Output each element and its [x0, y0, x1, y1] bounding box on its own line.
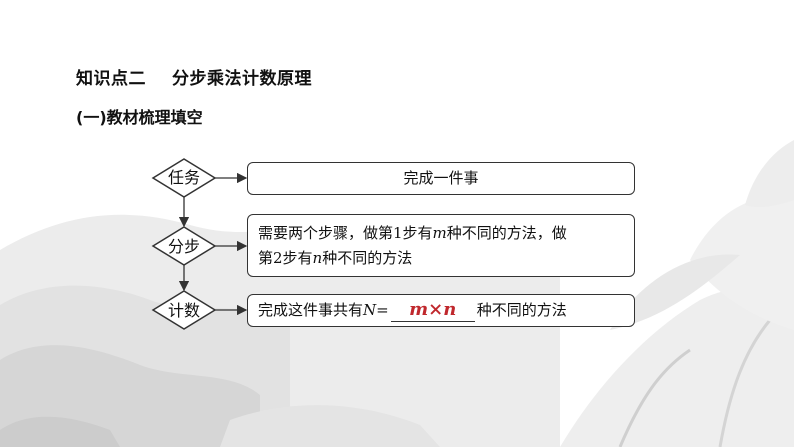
section-label: 知识点二 — [76, 69, 146, 89]
task-box: 完成一件事 — [247, 162, 635, 195]
steps-line-2-post: 种不同的方法 — [322, 249, 413, 267]
task-text: 完成一件事 — [403, 169, 479, 187]
steps-label: 分步 — [167, 237, 200, 256]
steps-box: 需要两个步骤，做第1步有m种不同的方法，做 第2步有n种不同的方法 — [247, 214, 635, 277]
equals-sign: = — [376, 301, 389, 319]
steps-line-1-post: 种不同的方法，做 — [446, 224, 567, 242]
count-label: 计数 — [167, 301, 200, 320]
answer-n: n — [443, 299, 457, 320]
answer-times: × — [428, 299, 444, 320]
subsection-title: (一)教材梳理填空 — [76, 108, 203, 127]
section-topic: 分步乘法计数原理 — [172, 69, 312, 89]
steps-line-2-pre: 第2步有 — [258, 249, 313, 267]
count-diamond — [151, 290, 217, 330]
var-n: n — [312, 249, 323, 267]
answer-m: m — [409, 299, 429, 320]
answer-blank: m×n — [390, 299, 475, 322]
count-pre: 完成这件事共有 — [258, 301, 364, 319]
task-label: 任务 — [167, 168, 200, 187]
var-N: N — [363, 301, 377, 319]
section-title: 知识点二 分步乘法计数原理 — [76, 64, 312, 89]
steps-line-2: 第2步有n种不同的方法 — [258, 246, 624, 271]
steps-line-1: 需要两个步骤，做第1步有m种不同的方法，做 — [258, 221, 624, 246]
count-post: 种不同的方法 — [476, 301, 567, 319]
steps-line-1-pre: 需要两个步骤，做第1步有 — [258, 224, 433, 242]
var-m: m — [432, 224, 447, 242]
